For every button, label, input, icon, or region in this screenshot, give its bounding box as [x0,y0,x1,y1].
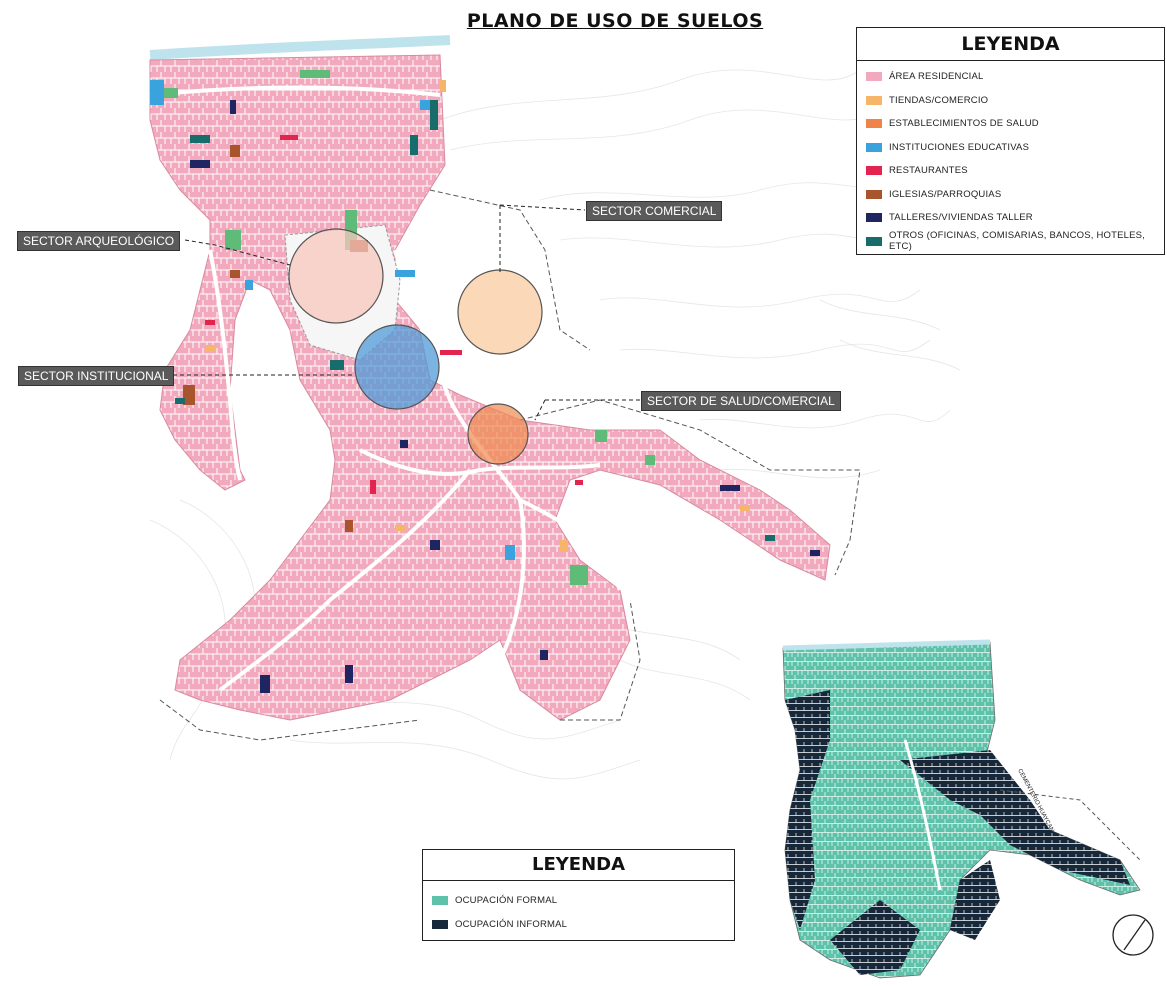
legend-swatch [866,72,882,82]
sector-comercial-circle [457,269,543,355]
river [149,35,451,60]
legend-item-label: TIENDAS/COMERCIO [889,94,989,106]
legend-item-label: INSTITUCIONES EDUCATIVAS [889,141,1030,153]
legend-item-label: OCUPACIÓN INFORMAL [455,918,568,930]
legend-item: IGLESIAS/PARROQUIAS [866,183,1164,207]
occupation-legend-title: LEYENDA [423,850,734,881]
sector-arqueologico-label: SECTOR ARQUEOLÓGICO [17,231,181,251]
legend-swatch [866,189,882,199]
map-title: PLANO DE USO DE SUELOS [466,10,764,32]
legend-item: OTROS (OFICINAS, COMISARIAS, BANCOS, HOT… [866,230,1164,254]
legend-item: INSTITUCIONES EDUCATIVAS [866,136,1164,160]
legend-swatch [432,895,448,905]
legend-swatch [866,236,882,246]
legend-item-label: ÁREA RESIDENCIAL [889,71,984,83]
sector-comercial-label: SECTOR COMERCIAL [586,201,723,221]
legend-swatch [866,119,882,129]
legend-item-label: OCUPACIÓN FORMAL [455,894,558,906]
sector-institucional-label: SECTOR INSTITUCIONAL [18,366,175,386]
occupation-inset-map [782,639,1141,979]
land-use-legend: LEYENDA ÁREA RESIDENCIAL TIENDAS/COMERCI… [856,27,1165,255]
legend-item-label: RESTAURANTES [889,165,968,177]
north-arrow-icon [1112,914,1154,956]
land-use-legend-title: LEYENDA [857,28,1164,61]
legend-item: ÁREA RESIDENCIAL [866,65,1164,89]
legend-swatch [432,919,448,929]
legend-item-label: TALLERES/VIVIENDAS TALLER [889,212,1033,224]
legend-item: TALLERES/VIVIENDAS TALLER [866,206,1164,230]
legend-item-label: OTROS (OFICINAS, COMISARIAS, BANCOS, HOT… [889,230,1146,253]
sector-institucional-circle [354,324,440,410]
legend-swatch [866,166,882,176]
legend-item-label: ESTABLECIMIENTOS DE SALUD [889,118,1039,130]
legend-item-label: IGLESIAS/PARROQUIAS [889,188,1002,200]
legend-item: OCUPACIÓN INFORMAL [432,912,734,936]
sector-arqueologico-circle [288,228,384,324]
sector-salud-circle [467,403,529,465]
legend-swatch [866,95,882,105]
land-use-legend-items: ÁREA RESIDENCIAL TIENDAS/COMERCIO ESTABL… [857,61,1164,253]
legend-item: TIENDAS/COMERCIO [866,89,1164,113]
legend-item: ESTABLECIMIENTOS DE SALUD [866,112,1164,136]
occupation-legend: LEYENDA OCUPACIÓN FORMAL OCUPACIÓN INFOR… [422,849,735,941]
legend-item: RESTAURANTES [866,159,1164,183]
occupation-legend-items: OCUPACIÓN FORMAL OCUPACIÓN INFORMAL [423,881,734,936]
legend-item: OCUPACIÓN FORMAL [432,888,734,912]
legend-swatch [866,213,882,223]
legend-swatch [866,142,882,152]
main-roads [149,85,622,692]
sector-salud-label: SECTOR DE SALUD/COMERCIAL [641,391,841,411]
leader-lines [173,204,640,421]
